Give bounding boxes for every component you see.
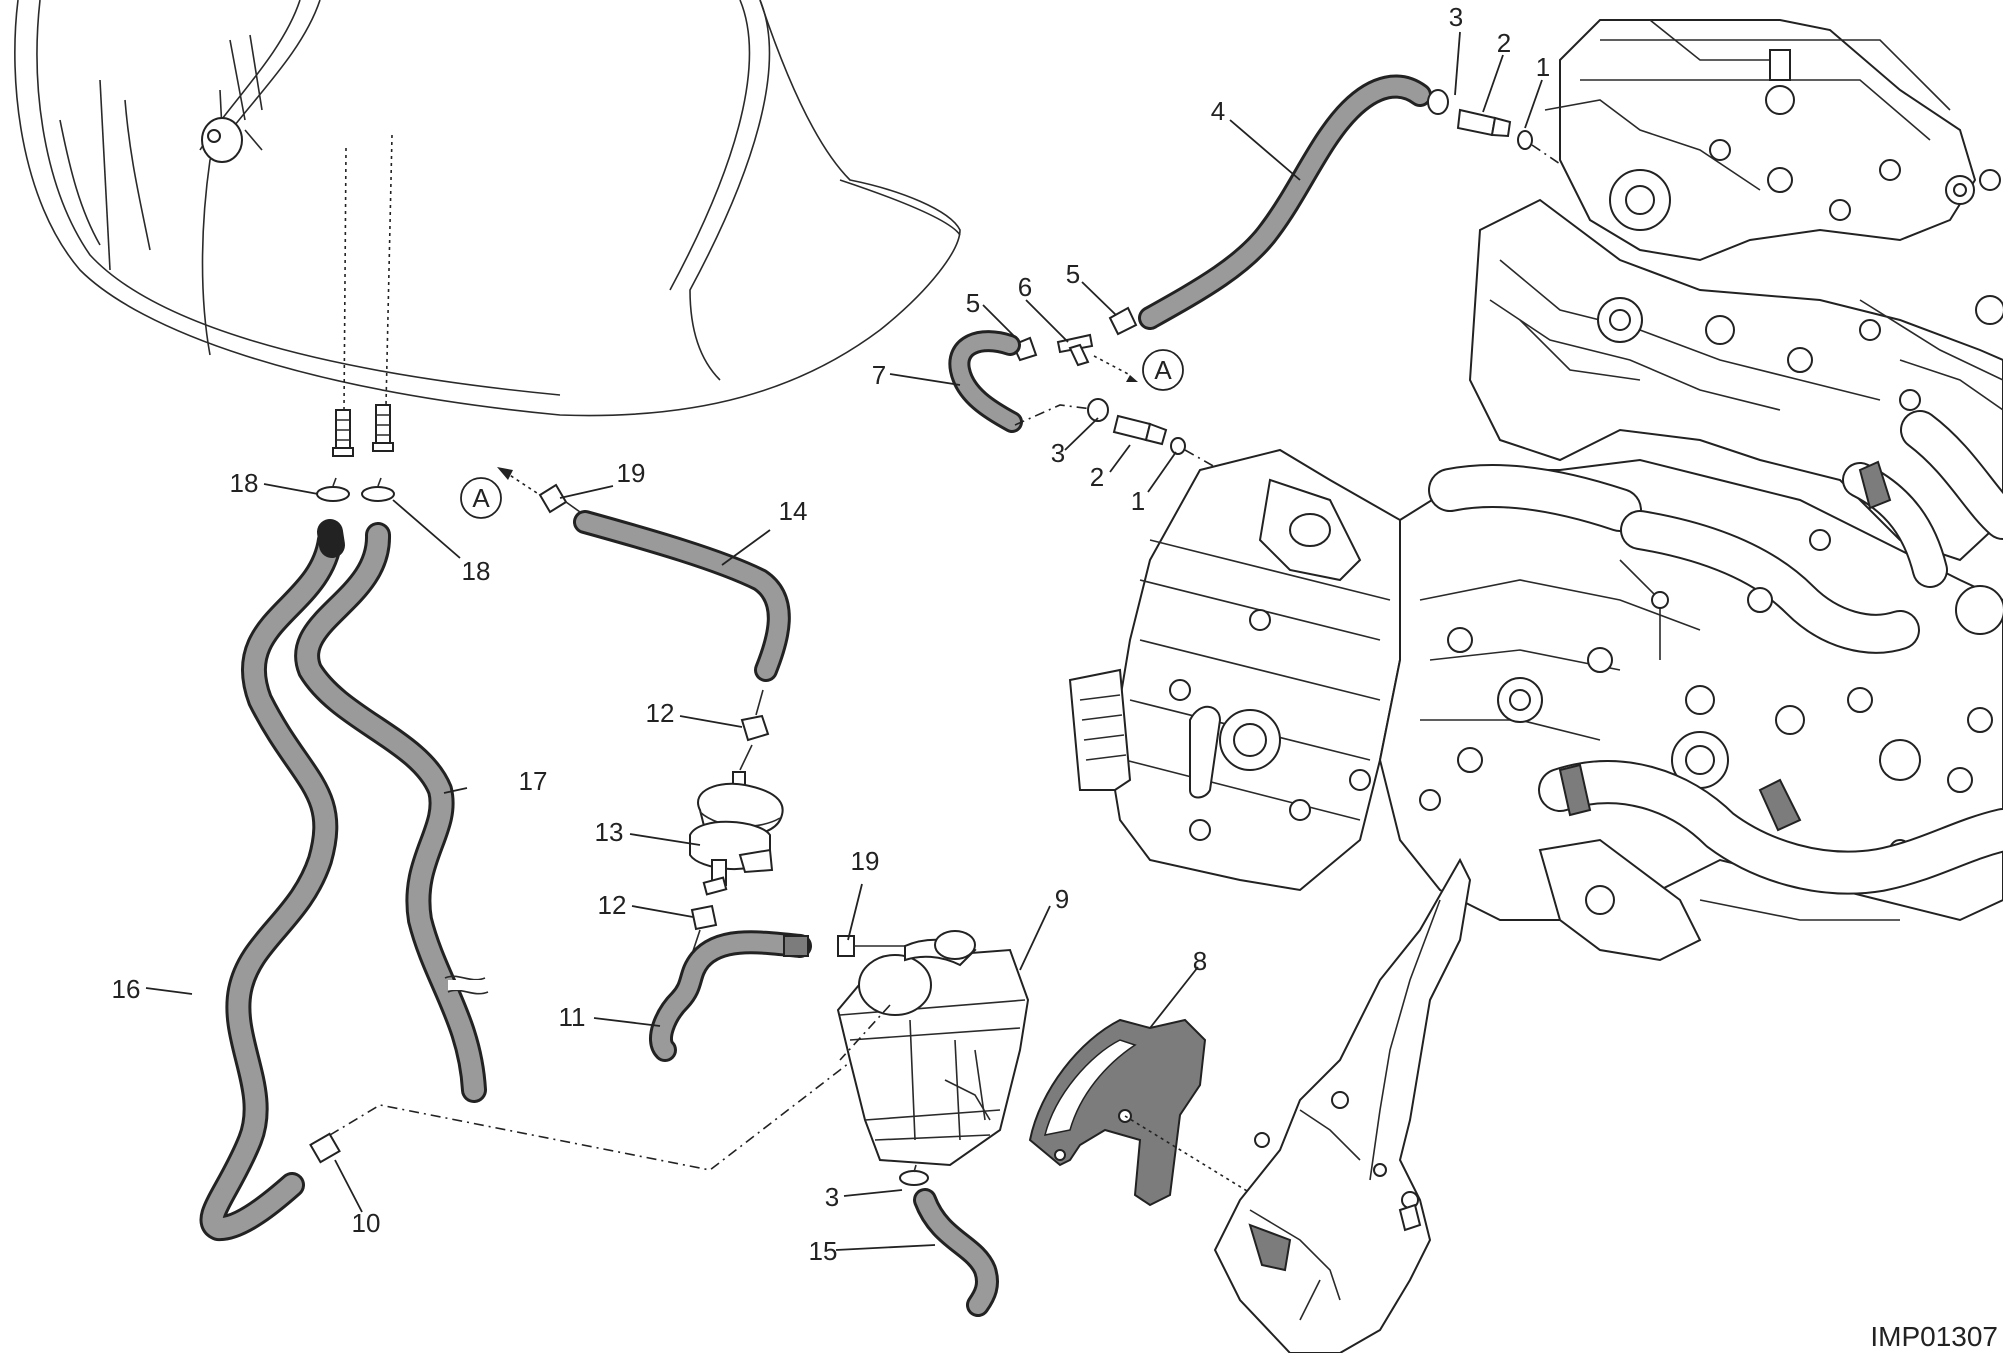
clamp-3-bottom <box>899 1164 929 1186</box>
leader-lines <box>145 31 1543 1251</box>
callout-10: 10 <box>352 1208 381 1238</box>
tank-drain-nipples <box>332 134 394 457</box>
vent-hose-14 <box>573 510 791 682</box>
side-cover <box>1213 857 1472 1353</box>
callout-8: 8 <box>1193 946 1207 976</box>
drain-hose-16 <box>199 519 345 1241</box>
callout-14: 14 <box>779 496 808 526</box>
callout-16: 16 <box>112 974 141 1004</box>
fuel-tank <box>14 0 961 417</box>
fitting-12-upper <box>739 689 770 771</box>
callout-11: 11 <box>559 1002 586 1032</box>
hose-11 <box>649 930 812 1062</box>
callout-19: 19 <box>851 846 880 876</box>
hose-clamp-18 <box>316 477 395 502</box>
callout-9: 9 <box>1055 884 1069 914</box>
callout-4: 4 <box>1211 96 1225 126</box>
reference-marker-a-left: A <box>472 483 490 513</box>
callout-5: 5 <box>1066 259 1080 289</box>
fittings-4-top <box>1427 89 1641 219</box>
callout-15: 15 <box>809 1236 838 1266</box>
drain-hose-17 <box>294 522 489 1103</box>
reference-arrow-a-left: A <box>460 467 541 519</box>
callout-6: 6 <box>1018 272 1032 302</box>
callout-3: 3 <box>1449 2 1463 32</box>
hose-15 <box>913 1188 999 1317</box>
fitting-19-top <box>538 483 581 514</box>
valve-13 <box>689 771 784 896</box>
clamps-5-tee-6: A <box>1011 306 1184 391</box>
callout-17: 17 <box>519 766 548 796</box>
callout-5: 5 <box>966 288 980 318</box>
callout-3: 3 <box>825 1182 839 1212</box>
callout-labels: 3 2 1 4 5 6 5 7 3 2 1 19 18 18 14 12 17 … <box>112 2 1551 1266</box>
callout-18: 18 <box>230 468 259 498</box>
callout-2: 2 <box>1497 28 1511 58</box>
fitting-19-mid <box>837 935 905 957</box>
callout-7: 7 <box>872 360 886 390</box>
vent-hose-7 <box>948 330 1101 433</box>
callout-2: 2 <box>1090 462 1104 492</box>
callout-12: 12 <box>646 698 675 728</box>
callout-13: 13 <box>595 817 624 847</box>
callout-1: 1 <box>1131 486 1145 516</box>
engine-assembly <box>1068 19 2003 962</box>
connector-10 <box>309 999 931 1171</box>
fitting-12-lower <box>689 904 718 961</box>
callout-12: 12 <box>598 890 627 920</box>
canister-9 <box>836 930 1030 1167</box>
callout-19: 19 <box>617 458 646 488</box>
callout-3: 3 <box>1051 438 1065 468</box>
callout-18: 18 <box>462 556 491 586</box>
image-code: IMP01307 <box>1870 1321 1998 1352</box>
vent-hose-4 <box>1138 74 1432 330</box>
callout-1: 1 <box>1536 52 1550 82</box>
reference-marker-a-right: A <box>1154 355 1172 385</box>
